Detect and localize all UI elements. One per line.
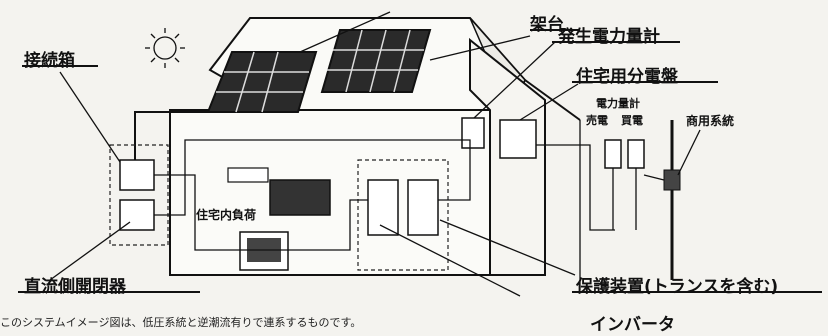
- label-home-load: 住宅内負荷: [196, 208, 257, 222]
- label-distribution-board: 住宅用分電盤: [576, 67, 678, 87]
- label-power-meter: 電力量計: [596, 97, 640, 110]
- sun-icon: [145, 28, 185, 68]
- leader-panel: [299, 11, 391, 53]
- leader-junction-box: [59, 71, 121, 163]
- solar-panel-right: [320, 29, 432, 93]
- light-fixture: [227, 167, 269, 183]
- inverter-wiring: [154, 174, 368, 251]
- junction-enclosure: [109, 144, 169, 246]
- label-junction-box: 接続箱: [24, 51, 75, 71]
- leader-inverter: [379, 224, 521, 297]
- ac-wiring: [154, 139, 471, 216]
- label-buy-power: 買電: [621, 114, 643, 127]
- solar-panel-left: [206, 51, 318, 113]
- label-generation-meter: 発生電力量計: [558, 27, 660, 47]
- grid-wiring: [536, 144, 615, 231]
- air-conditioner: [269, 179, 331, 216]
- generation-meter: [461, 117, 485, 149]
- diagram-caption: このシステムイメージ図は、低圧系統と逆潮流有りで連系するものです。: [0, 316, 362, 329]
- junction-box: [119, 159, 155, 191]
- label-inverter: インバータ: [590, 315, 675, 335]
- protection-unit: [407, 179, 439, 236]
- leader-generation-meter: [473, 41, 556, 119]
- pole-transformer: [663, 169, 681, 191]
- label-dc-switch: 直流側開閉器: [24, 277, 126, 297]
- label-protection-device: 保護装置(トランスを含む): [576, 277, 779, 297]
- leader-dc-switch: [49, 221, 131, 281]
- label-sell-power: 売電: [586, 114, 608, 127]
- label-rack: 架台: [530, 15, 564, 35]
- leader-commercial-grid: [677, 129, 701, 176]
- leader-distribution-board: [519, 83, 579, 121]
- label-commercial-grid: 商用系統: [686, 114, 735, 128]
- distribution-board: [499, 119, 537, 159]
- dc-cable: [134, 111, 208, 160]
- inverter-enclosure: [357, 159, 449, 271]
- buy-meter: [627, 139, 645, 169]
- sell-meter: [604, 139, 622, 169]
- protection-wiring: [438, 148, 471, 201]
- leader-rack: [429, 35, 531, 61]
- leader-protection: [439, 219, 576, 276]
